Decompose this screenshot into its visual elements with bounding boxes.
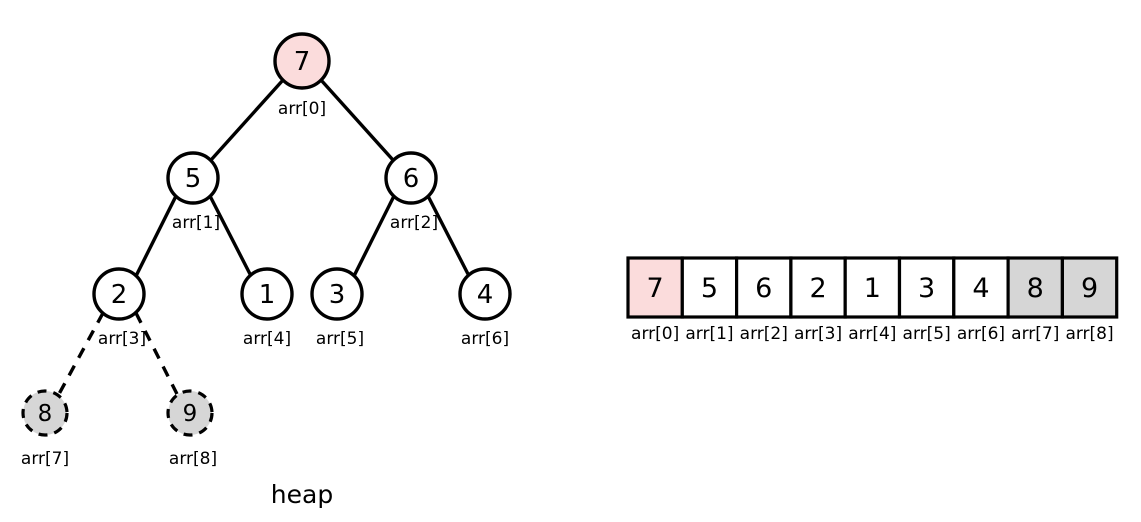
tree-node-arr7[interactable]: 8 arr[7] <box>21 389 69 469</box>
array-cell-rect <box>843 256 902 319</box>
node-value: 9 <box>183 401 198 427</box>
array-group: 7 arr[0] 5 arr[1] 6 arr[2] 2 arr[3] 1 arr[4] 3 arr[… <box>626 256 1119 344</box>
array-cell-value: 5 <box>701 273 718 304</box>
array-index-label: arr[3] <box>794 324 842 344</box>
node-circle <box>310 267 364 321</box>
array-cell-value: 8 <box>1027 273 1044 304</box>
node-index-label: arr[3] <box>98 329 146 349</box>
node-circle <box>240 267 294 321</box>
array-index-label: arr[4] <box>848 324 896 344</box>
node-circle <box>384 151 438 205</box>
array-cell-value: 7 <box>647 273 664 304</box>
array-cell-arr0[interactable]: 7 arr[0] <box>626 256 684 344</box>
tree-node-arr0[interactable]: 7 arr[0] <box>273 32 331 119</box>
node-index-label: arr[1] <box>172 213 220 233</box>
array-index-label: arr[6] <box>957 324 1005 344</box>
tree-edge-arr3-to-arr8 <box>134 312 179 395</box>
tree-node-arr8[interactable]: 9 arr[8] <box>166 389 217 469</box>
array-cell-rect <box>1006 256 1064 319</box>
array-cell-value: 2 <box>809 273 826 304</box>
array-index-label: arr[8] <box>1065 324 1113 344</box>
node-value: 7 <box>294 47 311 77</box>
node-value: 1 <box>259 280 276 310</box>
array-index-label: arr[2] <box>740 324 788 344</box>
tree-node-arr4[interactable]: 1 arr[4] <box>240 267 294 349</box>
node-value: 6 <box>403 164 420 194</box>
node-circle <box>166 151 220 205</box>
tree-edge-arr1-to-arr4 <box>208 195 253 277</box>
tree-edge-arr3-to-arr7 <box>57 312 105 395</box>
tree-edge-arr2-to-arr5 <box>352 195 396 277</box>
node-circle <box>458 267 512 321</box>
array-index-label: arr[7] <box>1011 324 1059 344</box>
node-value: 3 <box>329 280 346 310</box>
array-cell-value: 4 <box>972 273 989 304</box>
tree-node-arr6[interactable]: 4 arr[6] <box>458 267 512 349</box>
node-circle <box>273 32 331 90</box>
array-cell-value: 3 <box>918 273 935 304</box>
node-index-label: arr[0] <box>278 99 326 119</box>
array-cell-value: 6 <box>755 273 772 304</box>
array-cell-rect <box>789 256 847 319</box>
node-value: 5 <box>185 164 202 194</box>
tree-node-arr1[interactable]: 5 arr[1] <box>166 151 220 233</box>
node-index-label: arr[2] <box>390 213 438 233</box>
array-cell-arr5[interactable]: 3 arr[5] <box>897 256 956 344</box>
array-cell-arr6[interactable]: 4 arr[6] <box>952 256 1010 344</box>
tree-edge-arr0-to-arr1 <box>209 78 285 162</box>
node-value: 4 <box>477 280 494 310</box>
node-circle <box>166 389 214 437</box>
array-cell-arr2[interactable]: 6 arr[2] <box>734 256 793 344</box>
tree-edge-arr0-to-arr2 <box>319 78 395 162</box>
array-cell-arr4[interactable]: 1 arr[4] <box>843 256 902 344</box>
array-cell-rect <box>734 256 793 319</box>
node-circle <box>92 267 146 321</box>
array-cell-value: 9 <box>1081 273 1098 304</box>
node-value: 2 <box>111 280 128 310</box>
array-cell-rect <box>626 256 684 319</box>
node-index-label: arr[4] <box>243 329 291 349</box>
tree-edges-group <box>57 78 471 395</box>
array-cell-rect <box>952 256 1010 319</box>
tree-node-arr3[interactable]: 2 arr[3] <box>92 267 146 349</box>
node-index-label: arr[5] <box>316 329 364 349</box>
array-cell-arr7[interactable]: 8 arr[7] <box>1006 256 1064 344</box>
array-cell-arr1[interactable]: 5 arr[1] <box>680 256 739 344</box>
array-index-label: arr[1] <box>685 324 733 344</box>
array-index-label: arr[0] <box>631 324 679 344</box>
array-index-label: arr[5] <box>903 324 951 344</box>
tree-edge-arr1-to-arr3 <box>134 195 178 277</box>
node-index-label: arr[7] <box>21 449 69 469</box>
tree-edge-arr2-to-arr6 <box>426 195 471 277</box>
array-cell-value: 1 <box>864 273 881 304</box>
tree-node-arr5[interactable]: 3 arr[5] <box>310 267 364 349</box>
array-cell-rect <box>680 256 739 319</box>
array-cell-rect <box>1060 256 1119 319</box>
tree-node-arr2[interactable]: 6 arr[2] <box>384 151 438 233</box>
tree-nodes-group: 7 arr[0] 5 arr[1] 6 arr[2] 2 arr[3] 1 arr[4] 3 arr[… <box>21 32 512 469</box>
diagram-caption: heap <box>271 480 333 509</box>
array-cell-arr8[interactable]: 9 arr[8] <box>1060 256 1119 344</box>
node-value: 8 <box>38 401 53 427</box>
node-index-label: arr[6] <box>461 329 509 349</box>
node-circle <box>21 389 69 437</box>
array-cell-arr3[interactable]: 2 arr[3] <box>789 256 847 344</box>
node-index-label: arr[8] <box>169 449 217 469</box>
